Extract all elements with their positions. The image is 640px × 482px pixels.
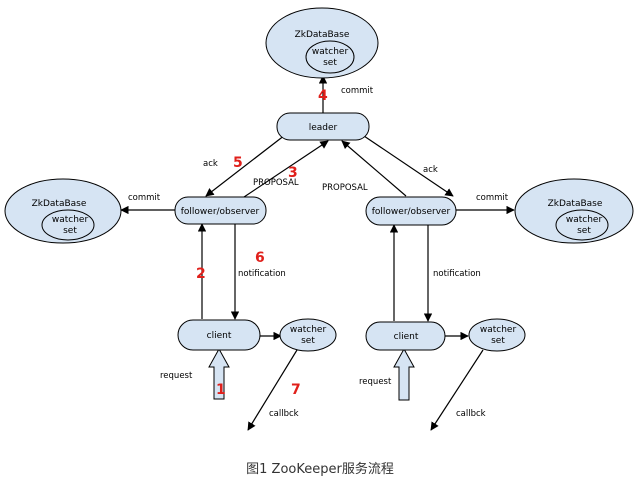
step-number-7: 7 [291,382,301,398]
zkdatabase-right-title: ZkDataBase [548,199,603,209]
client-right-label: client [394,332,419,342]
label-request-left: request [160,371,193,381]
zkdatabase-top: ZkDataBase watcher set [265,7,379,79]
watcher-left-line2: set [301,336,315,346]
zkdatabase-top-title: ZkDataBase [295,30,350,40]
watcher-right-line1: watcher [480,325,517,335]
zkdatabase-right-set: set [577,226,591,236]
step-number-4: 4 [318,88,328,104]
label-proposal-left: PROPOSAL [253,178,299,188]
edge-right-callback [430,349,484,431]
zkdatabase-left-set: set [63,226,77,236]
zkdatabase-top-watcher: watcher [312,47,349,57]
label-request-right: request [359,377,392,387]
label-ack-right: ack [423,165,438,175]
step-number-5: 5 [233,155,243,171]
label-callback-right: callbck [456,409,486,419]
watcher-right: watcher set [468,318,526,352]
label-commit-top: commit [341,86,374,96]
edge-right-follower-to-leader [341,140,407,197]
leader-label: leader [309,123,338,133]
follower-left-label: follower/observer [181,207,260,217]
zkdatabase-left-title: ZkDataBase [32,199,87,209]
zkdatabase-left-watcher: watcher [52,215,89,225]
zkdatabase-top-set: set [323,58,337,68]
watcher-left: watcher set [279,318,337,352]
watcher-left-line1: watcher [290,325,327,335]
step-number-1: 1 [216,382,226,398]
label-notification-left: notification [238,269,286,279]
edge-left-callback [247,349,298,431]
figure-caption: 图1 ZooKeeper服务流程 [246,462,394,477]
step-number-3: 3 [288,165,298,181]
edge-leader-to-right-follower [363,135,454,197]
edge-left-follower-to-leader [243,140,329,198]
label-callback-left: callbck [269,409,299,419]
request-arrow-right [393,347,415,401]
label-ack-left: ack [203,159,218,169]
follower-left-node: follower/observer [174,196,267,225]
follower-right-label: follower/observer [372,207,451,217]
label-commit-left: commit [128,193,161,203]
edge-leader-to-left-follower [205,134,286,197]
label-proposal-right: PROPOSAL [322,183,368,193]
leader-node: leader [276,112,370,141]
zkdatabase-left: ZkDataBase watcher set [4,178,122,244]
follower-right-node: follower/observer [365,196,457,226]
step-number-6: 6 [255,250,265,266]
client-left-label: client [207,331,232,341]
label-notification-right: notification [433,269,481,279]
client-left-node: client [177,319,261,351]
step-number-2: 2 [196,266,206,282]
request-arrow-left [208,347,230,400]
client-right-node: client [365,321,446,351]
watcher-right-line2: set [491,336,505,346]
zkdatabase-right: ZkDataBase watcher set [514,178,634,244]
zookeeper-flow-diagram: ZkDataBase watcher set ZkDataBase watche… [4,7,634,431]
label-commit-right: commit [476,193,509,203]
zkdatabase-right-watcher: watcher [566,215,603,225]
